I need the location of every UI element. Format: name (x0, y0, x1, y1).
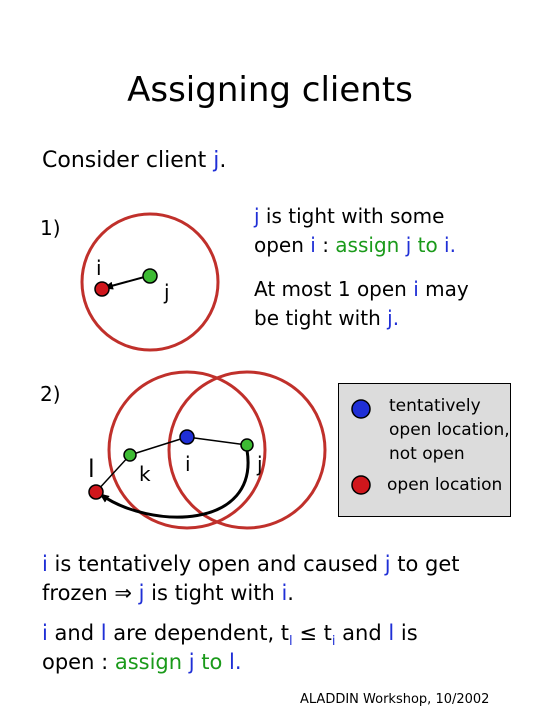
bottom-line-1-i: i (42, 552, 48, 576)
legend-open-swatch (351, 475, 371, 495)
bottom-line-3-is: is (394, 621, 418, 645)
atmost-line-2-j: j (387, 306, 393, 330)
bottom-line-4: open : assign j to l. (42, 648, 242, 677)
case2-client-k-node (123, 448, 137, 462)
tight-line-2-sep: : (315, 233, 336, 257)
legend-tentative-swatch (351, 399, 371, 419)
tight-line-2-to: to (411, 233, 445, 257)
case1-number: 1) (40, 216, 61, 240)
bottom-line-4-j: j (188, 650, 195, 674)
case1-client-j-node (142, 268, 158, 284)
case1-facility-i-node (94, 281, 110, 297)
case2-reassign-arrow (99, 449, 250, 519)
case1-radius-circle (80, 212, 220, 352)
bottom-line-2-i: i (281, 581, 288, 605)
bottom-line-1-j: j (384, 552, 391, 576)
bottom-line-3-sub-l: l (289, 634, 293, 650)
bottom-line-3-l2: l (388, 621, 395, 645)
tight-line-2-prefix: open (254, 233, 311, 257)
case1-label-i: i (96, 256, 102, 280)
legend-swatches (351, 399, 371, 495)
case2-circle-left (107, 370, 267, 530)
bottom-line-1-mid: is tentatively open and caused (47, 552, 385, 576)
consider-prefix: Consider client (42, 148, 214, 173)
bottom-line-2-suffix: . (287, 581, 294, 605)
atmost-line-1-prefix: At most 1 open (254, 277, 414, 301)
tight-line-1-j: j (254, 204, 260, 228)
case2-number: 2) (40, 382, 61, 406)
tight-line-2-i2: i (444, 233, 450, 257)
case2-edge-i-j (186, 436, 248, 446)
case2-facility-l-node (88, 484, 104, 500)
bottom-line-3: i and l are dependent, tl ≤ ti and l is (42, 619, 418, 656)
bottom-line-3-le: ≤ t (292, 621, 332, 645)
tight-line-2-i: i (310, 233, 316, 257)
case1-label-j: j (164, 280, 170, 304)
case2-edge-k-i (129, 436, 188, 456)
tight-line-2-j: j (405, 233, 412, 257)
bottom-line-3-mid: are dependent, t (106, 621, 290, 645)
case2-client-j-node (240, 438, 254, 452)
legend-open-label: open location (387, 475, 503, 495)
bottom-line-4-l: l (229, 650, 235, 674)
legend-tentative-line-3: not open (389, 444, 465, 464)
bottom-line-3-i: i (42, 621, 48, 645)
case2-circle-right (167, 370, 327, 530)
case2-label-j: j (257, 452, 263, 476)
bottom-line-3-sub-i: i (331, 634, 336, 650)
bottom-line-2-prefix: frozen (42, 581, 115, 605)
tight-line-1-text: is tight with some (259, 204, 445, 228)
bottom-line-3-and: and (47, 621, 101, 645)
case2-label-l: l (88, 455, 95, 483)
bottom-line-4-to: to (194, 650, 230, 674)
consider-j: j (213, 148, 220, 173)
case2-label-i: i (185, 452, 191, 476)
consider-line: Consider client j. (42, 148, 226, 173)
case2-edge-l-k (95, 454, 131, 493)
bottom-line-1: i is tentatively open and caused j to ge… (42, 550, 460, 579)
atmost-line-1-i: i (413, 277, 419, 301)
bottom-line-2-mid: is tight with (144, 581, 282, 605)
implies-arrow-icon: ⇒ (114, 581, 132, 605)
tight-line-2-assign: assign (335, 233, 406, 257)
bottom-line-4-prefix: open : (42, 650, 115, 674)
atmost-line-1-suffix: may (418, 277, 469, 301)
legend-tentative-line-2: open location, (389, 420, 510, 440)
bottom-line-2-j: j (131, 581, 145, 605)
case2-facility-i-node (179, 429, 195, 445)
atmost-line-2-prefix: be tight with (254, 306, 388, 330)
case1-connection-edge (103, 275, 149, 290)
slide-title: Assigning clients (127, 70, 413, 110)
atmost-line-2: be tight with j. (254, 304, 399, 333)
footer-credit: ALADDIN Workshop, 10/2002 (300, 692, 490, 707)
bottom-line-3-suffix: and (335, 621, 389, 645)
bottom-line-3-l: l (100, 621, 107, 645)
case2-label-k: k (139, 462, 151, 486)
consider-suffix: . (219, 148, 227, 173)
tight-line-1: j is tight with some (254, 202, 444, 231)
tight-line-2-dot: . (449, 233, 456, 257)
bottom-line-1-suffix: to get (390, 552, 460, 576)
atmost-line-1: At most 1 open i may (254, 275, 469, 304)
bottom-line-4-assign: assign (114, 650, 189, 674)
legend-box: tentatively open location, not open open… (338, 383, 511, 517)
tight-line-2: open i : assign j to i. (254, 231, 456, 260)
atmost-line-2-suffix: . (392, 306, 400, 330)
bottom-line-2: frozen ⇒ j is tight with i. (42, 579, 294, 608)
bottom-line-4-dot: . (234, 650, 242, 674)
legend-tentative-line-1: tentatively (389, 396, 481, 416)
